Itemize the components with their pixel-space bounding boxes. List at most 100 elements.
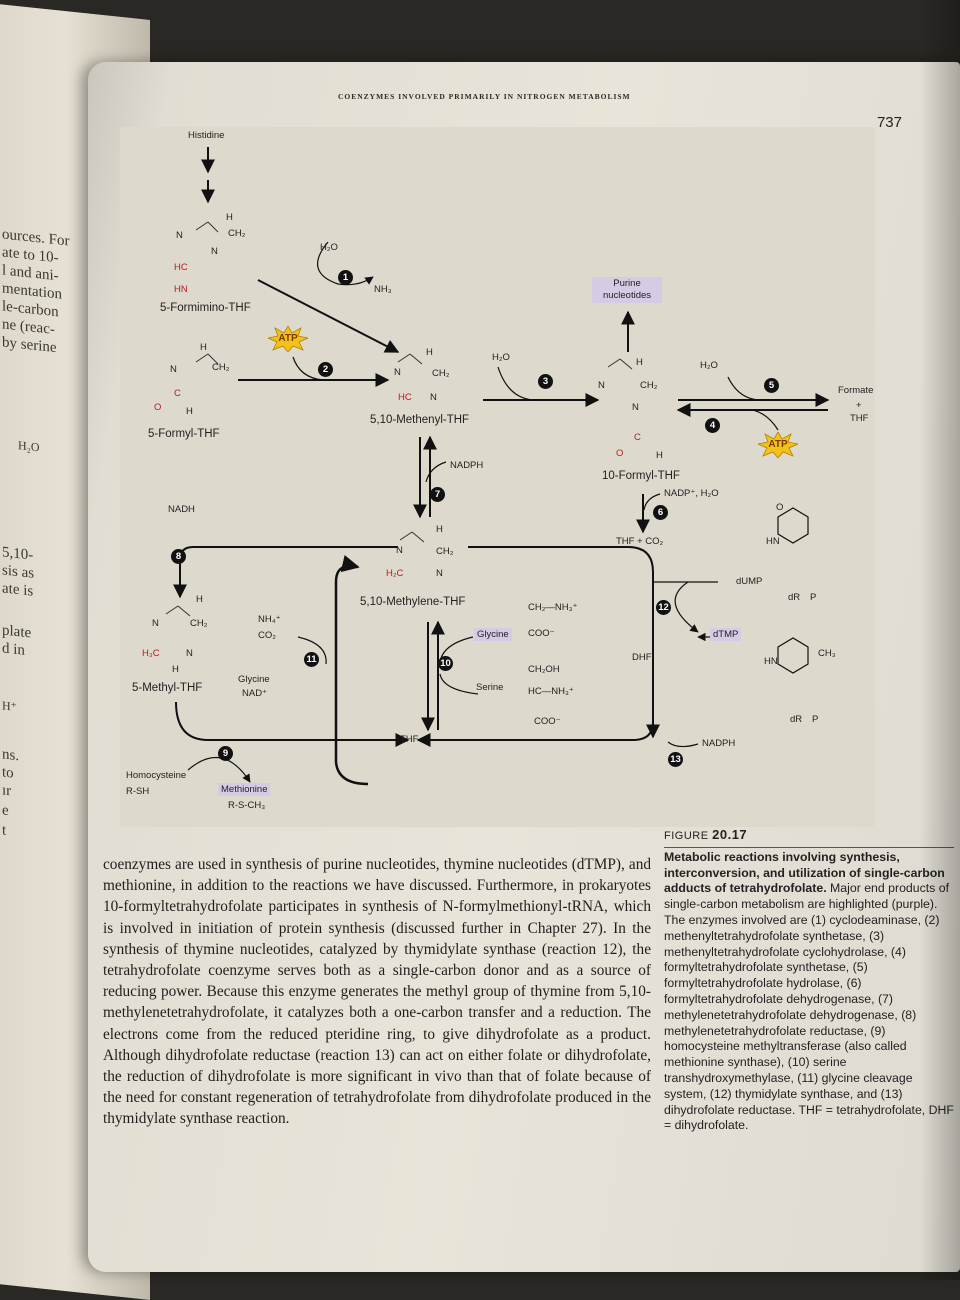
left-page-fragment: d in: [2, 640, 25, 659]
compound-5-formimino-thf: 5-Formimino-THF: [160, 302, 251, 314]
pathway-arrows: [165, 147, 830, 786]
left-page-fragment: H⁺: [2, 698, 17, 714]
atom-label: CH₂: [640, 380, 658, 391]
figure-label: FIGURE 20.17: [664, 827, 954, 845]
atp-label: ATP: [278, 333, 298, 344]
atom-label: HC: [174, 262, 188, 273]
arrow-reaction-1: [257, 279, 400, 353]
atom-label: HN: [766, 536, 780, 547]
compound-histidine: Histidine: [188, 130, 225, 141]
figure-number: 20.17: [712, 827, 748, 842]
atom-label: CH₂: [212, 362, 230, 373]
reaction-number-3: 3: [538, 374, 553, 389]
reaction-number-12: 12: [656, 600, 671, 615]
atom-label: H: [426, 347, 433, 358]
cofactor-nadh: NADH: [168, 504, 195, 515]
arrow-reaction-9: [175, 701, 410, 747]
compound-10-formyl-thf: 10-Formyl-THF: [602, 470, 680, 482]
atom-label: N: [394, 367, 401, 378]
thymine-ring: [777, 637, 809, 674]
reaction-number-5: 5: [764, 378, 779, 393]
cofactor-h2o: H₂O: [492, 352, 510, 363]
compound-r-sh: R-SH: [126, 786, 150, 797]
atom-label: H: [226, 212, 233, 223]
atom-label: N: [211, 246, 218, 257]
atom-label: H₃C: [142, 648, 160, 659]
cofactor-glycine: Glycine: [474, 628, 512, 641]
atom-label: N: [176, 230, 183, 241]
atp-label: ATP: [768, 439, 788, 450]
atom-label: CH₂: [436, 546, 454, 557]
atom-label: N: [436, 568, 443, 579]
compound-dump: dUMP: [736, 576, 763, 587]
glycine-coo: COO⁻: [528, 628, 555, 639]
cofactor-co2: CO₂: [258, 630, 276, 641]
caption-title: Metabolic reactions involving synthesis,…: [664, 849, 945, 896]
cofactor-nadph: NADPH: [702, 738, 736, 749]
atom-label: O: [154, 402, 162, 413]
atom-label: H: [436, 524, 443, 535]
atom-label: H: [200, 342, 207, 353]
atom-label: H: [172, 664, 179, 675]
atom-label: N: [632, 402, 639, 413]
atom-label: O: [776, 502, 784, 513]
atom-label: dR: [790, 714, 803, 725]
serine-coo: COO⁻: [534, 716, 561, 727]
figure-caption: FIGURE 20.17 Metabolic reactions involvi…: [664, 827, 954, 1134]
left-page-fragment: ır: [2, 782, 12, 800]
reaction-number-13: 13: [668, 752, 683, 767]
atom-label: CH₂: [432, 368, 450, 379]
running-head: COENZYMES INVOLVED PRIMARILY IN NITROGEN…: [338, 92, 631, 101]
atom-label: HN: [764, 656, 778, 667]
atom-label: CH₂: [190, 618, 208, 629]
cofactor-nadp: NADP⁺, H₂O: [664, 488, 719, 499]
cofactor-thf-co2: THF + CO₂: [616, 536, 664, 547]
phosphate-label: P: [810, 592, 817, 603]
compound-r-s-ch3: R-S-CH₃: [228, 800, 266, 811]
left-page-fragment: H₂O: [18, 438, 40, 455]
atom-label: CH₃: [818, 648, 836, 659]
cofactor-nh3: NH₃: [374, 284, 392, 295]
reaction-number-10: 10: [438, 656, 453, 671]
atom-label: HC: [398, 392, 412, 403]
figure-word: FIGURE: [664, 830, 709, 842]
atom-label: H: [656, 450, 663, 461]
reaction-number-9: 9: [218, 746, 233, 761]
cofactor-nh4: NH₄⁺: [258, 614, 281, 625]
compound-thf: THF: [400, 734, 419, 745]
cofactor-nadph: NADPH: [450, 460, 484, 471]
atom-label: C: [634, 432, 641, 443]
body-text: coenzymes are used in synthesis of purin…: [103, 854, 651, 1130]
atom-label: H: [186, 406, 193, 417]
compound-homocysteine: Homocysteine: [126, 770, 187, 781]
caption-text: Major end products of single-carbon meta…: [664, 881, 954, 1133]
left-page-fragment: 5,10-: [2, 544, 34, 564]
atom-label: H: [636, 357, 643, 368]
cofactor-h2o: H₂O: [320, 242, 338, 253]
atom-label: C: [174, 388, 181, 399]
atom-label: H: [196, 594, 203, 605]
left-page-fragment: ns.: [2, 746, 20, 765]
left-page-fragment: t: [2, 822, 7, 839]
left-page-fragment: plate: [2, 622, 32, 642]
arrow-reaction-12: [468, 546, 654, 741]
left-page-fragment: ate is: [2, 580, 34, 600]
atom-label: N: [430, 392, 437, 403]
arrow-reaction-11: [334, 554, 369, 786]
atp-burst: ATP: [758, 432, 798, 458]
compound-thf-formate: THF: [850, 413, 869, 424]
atom-label: CH₂: [228, 228, 246, 239]
compound-formate: Formate: [838, 385, 874, 396]
phosphate-label: P: [812, 714, 819, 725]
compound-5-methyl-thf: 5-Methyl-THF: [132, 682, 203, 694]
uracil-ring: [777, 507, 809, 544]
cofactor-nad: NAD⁺: [242, 688, 268, 699]
serine-hcnh3: HC—NH₃⁺: [528, 686, 574, 697]
page-edge-shadow: [920, 0, 960, 1280]
atom-label: N: [186, 648, 193, 659]
reaction-number-11: 11: [304, 652, 319, 667]
compound-5-10-methenyl-thf: 5,10-Methenyl-THF: [370, 414, 470, 426]
compound-5-formyl-thf: 5-Formyl-THF: [148, 428, 220, 440]
atom-label: O: [616, 448, 624, 459]
atp-burst: ATP: [268, 326, 308, 352]
